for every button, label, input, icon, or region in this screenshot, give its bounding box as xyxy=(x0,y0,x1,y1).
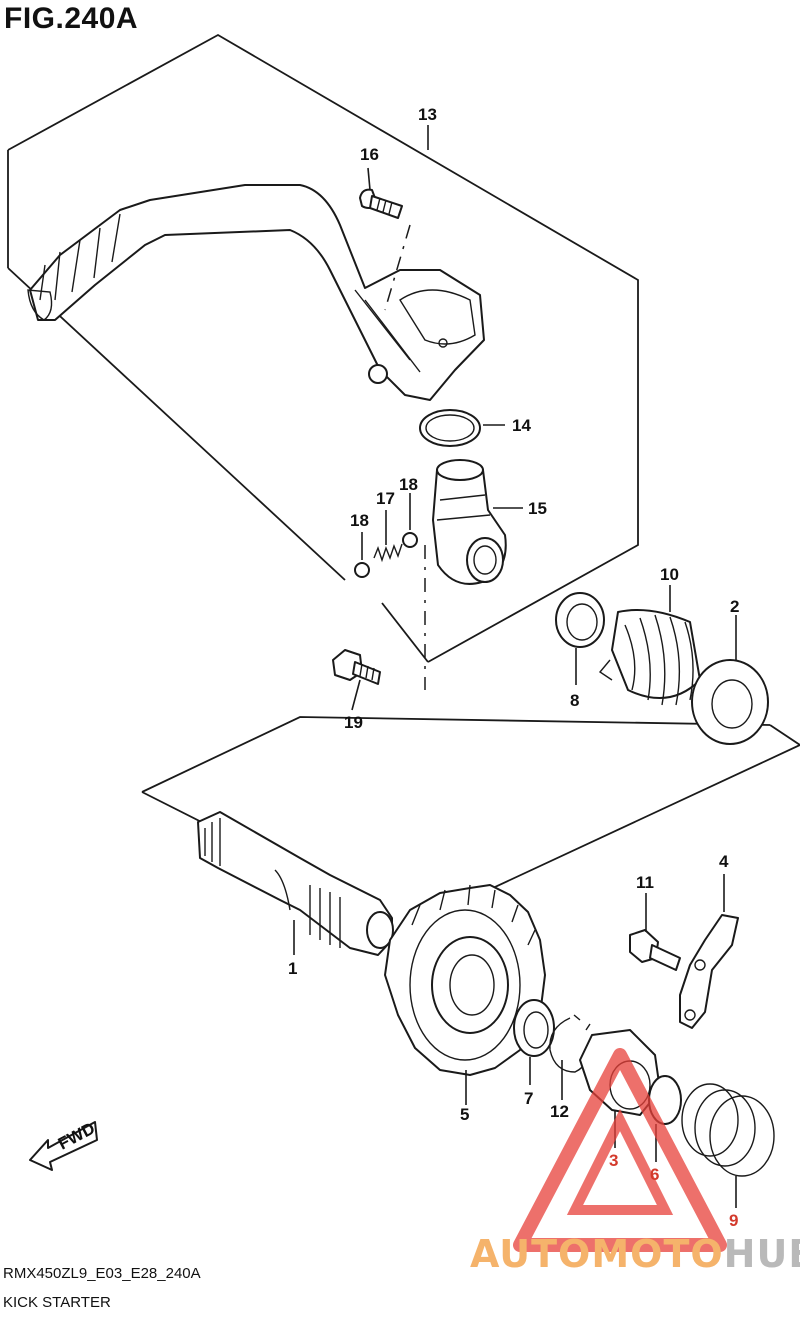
watermark-logo xyxy=(513,1048,727,1252)
forward-arrow: FWD xyxy=(29,1119,98,1171)
boss-15 xyxy=(432,459,507,585)
oil-seal-8 xyxy=(555,592,605,648)
kick-starter-shaft-1 xyxy=(197,811,394,956)
figure-title: FIG.240A xyxy=(4,2,139,35)
leader-lines xyxy=(293,125,737,1208)
callout-12: 12 xyxy=(550,1102,569,1121)
callout-17: 17 xyxy=(376,489,395,508)
callout-4: 4 xyxy=(719,852,729,871)
washer-2 xyxy=(691,659,769,745)
callout-14: 14 xyxy=(512,416,531,435)
watermark-part2: HUB xyxy=(723,1232,800,1276)
callout-19: 19 xyxy=(344,713,363,732)
callout-18-lower: 18 xyxy=(350,511,369,530)
bolt-11 xyxy=(629,929,681,971)
upper-frame xyxy=(7,33,639,663)
callout-9: 9 xyxy=(729,1211,738,1230)
callouts: 13 16 14 15 17 18 18 10 2 8 19 1 4 11 5 … xyxy=(288,105,739,1230)
washer-7 xyxy=(513,999,555,1057)
model-code: RMX450ZL9_E03_E28_240A xyxy=(3,1265,201,1282)
kick-gear-5 xyxy=(384,884,546,1076)
bolt-16 xyxy=(359,188,411,311)
callout-16: 16 xyxy=(360,145,379,164)
watermark-part1: AUTOMOTO xyxy=(470,1232,724,1276)
spring-17 xyxy=(373,543,403,563)
callout-5: 5 xyxy=(460,1105,469,1124)
callout-10: 10 xyxy=(660,565,679,584)
spring-10 xyxy=(598,609,701,706)
callout-8: 8 xyxy=(570,691,579,710)
diagram-caption: KICK STARTER xyxy=(3,1294,111,1311)
bolt-19 xyxy=(332,649,381,685)
kick-lever xyxy=(27,184,485,401)
callout-7: 7 xyxy=(524,1089,533,1108)
callout-2: 2 xyxy=(730,597,739,616)
callout-15: 15 xyxy=(528,499,547,518)
guide-plate-4 xyxy=(679,914,739,1029)
callout-3: 3 xyxy=(609,1151,618,1170)
ball-18a xyxy=(354,562,370,578)
lower-frame xyxy=(141,716,800,913)
callout-6: 6 xyxy=(650,1165,659,1184)
spring-9 xyxy=(681,1083,775,1177)
callout-11: 11 xyxy=(636,873,654,892)
ball-18b xyxy=(402,532,418,548)
o-ring-14 xyxy=(419,409,481,447)
watermark-wordmark: AUTOMOTOHUB xyxy=(470,1232,800,1276)
callout-18-upper: 18 xyxy=(399,475,418,494)
callout-13: 13 xyxy=(418,105,437,124)
callout-1: 1 xyxy=(288,959,297,978)
